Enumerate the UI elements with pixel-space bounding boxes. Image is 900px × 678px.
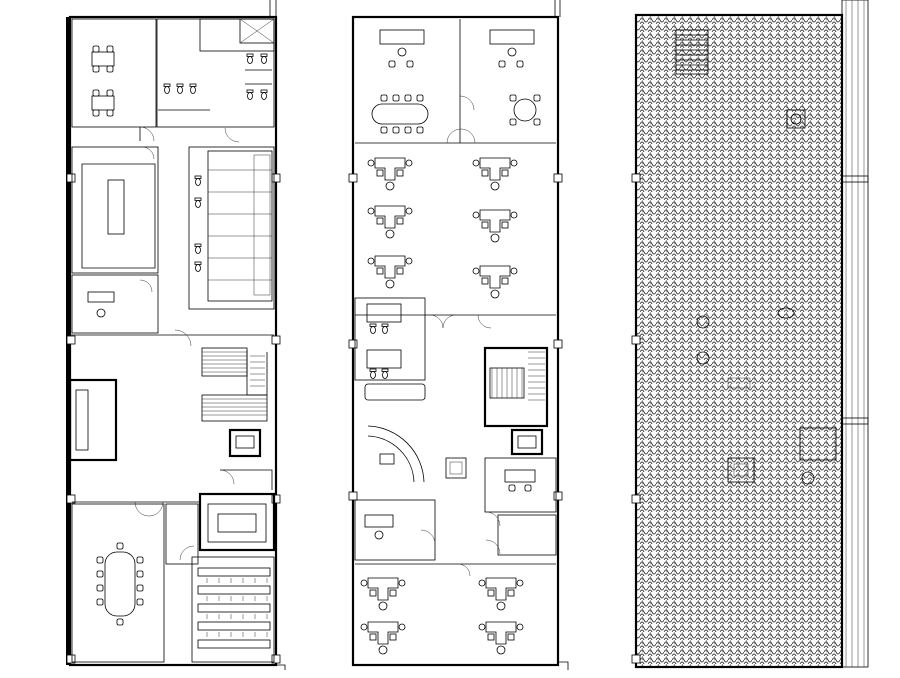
table-icon	[197, 567, 271, 649]
stair-icon	[483, 346, 549, 428]
desk-workstation-icon	[367, 157, 518, 299]
toilet-icon	[163, 53, 268, 100]
column-icon	[631, 173, 641, 664]
stair-icon	[201, 347, 268, 422]
toilet-icon	[194, 175, 202, 272]
desk-workstation-icon	[360, 577, 524, 655]
column-icon	[348, 173, 563, 501]
column-icon	[66, 173, 281, 664]
first-floor-plan	[348, 0, 569, 670]
ground-floor-plan	[66, 0, 286, 670]
stair-icon	[675, 29, 709, 75]
toilet-icon	[369, 323, 389, 379]
roof-plan	[631, 0, 869, 669]
table-icon	[91, 51, 115, 111]
